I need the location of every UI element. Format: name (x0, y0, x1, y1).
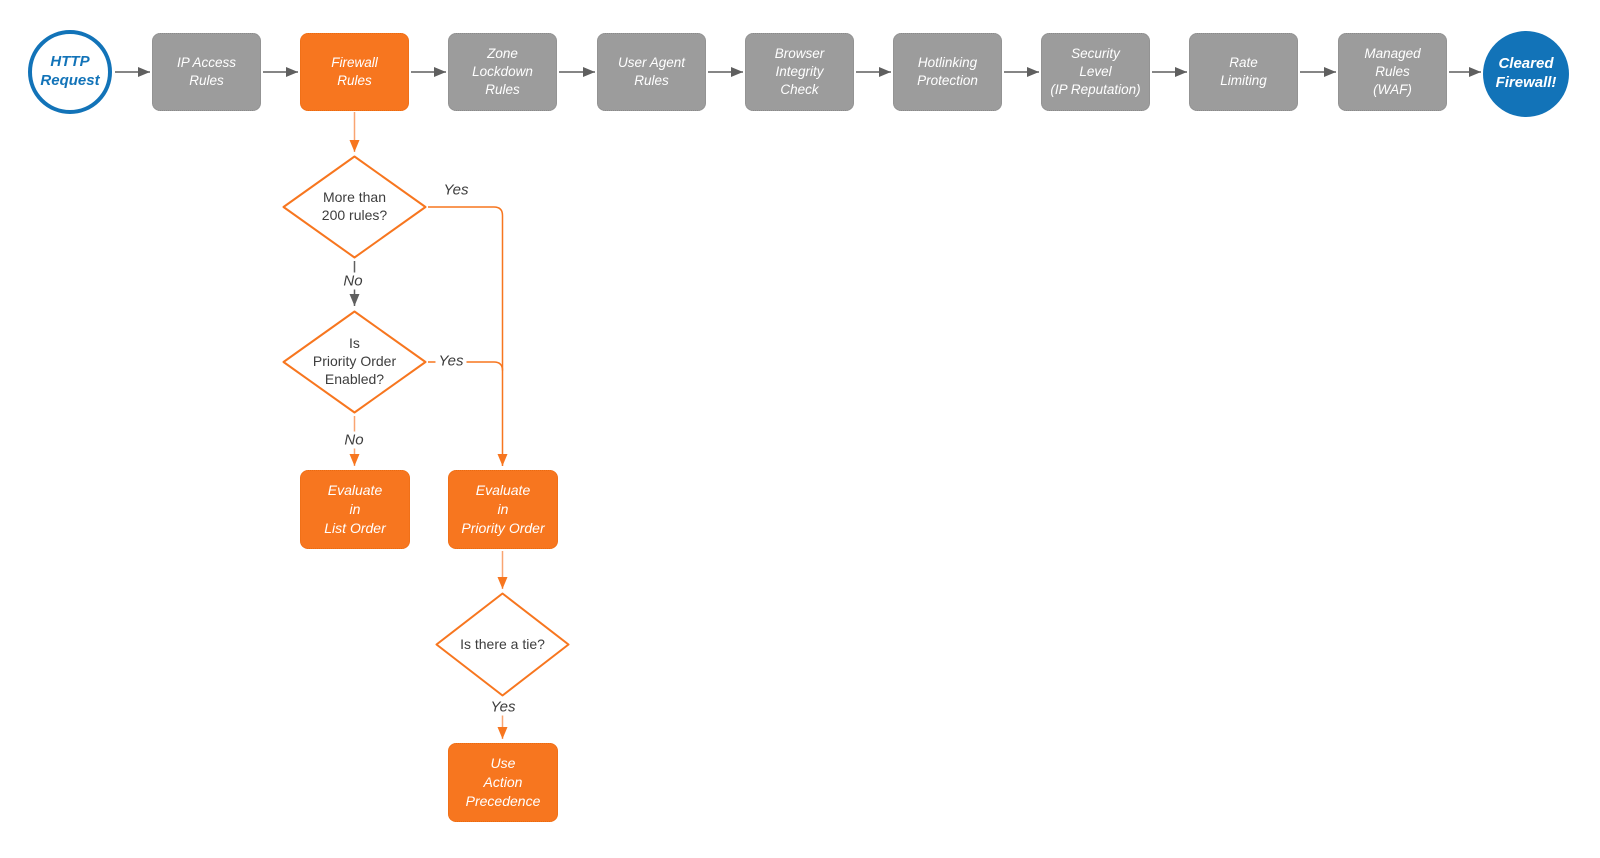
edge-label-decision1-no: No (340, 272, 366, 290)
edge-label-decision2-no: No (341, 431, 367, 449)
decision-label: Is Priority Order Enabled? (312, 335, 397, 387)
diamond-shape (435, 592, 570, 697)
stage-zone-lockdown-rules: Zone Lockdown Rules (448, 33, 557, 111)
stage-label: Browser Integrity Check (774, 46, 825, 97)
end-node-label: Cleared Firewall! (1495, 55, 1557, 91)
decision-label: Is there a tie? (460, 635, 545, 652)
edge-decision2-yes-to-priority (428, 361, 504, 371)
stage-firewall-rules: Firewall Rules (300, 33, 409, 111)
stage-label: Firewall Rules (331, 55, 378, 88)
start-node-http-request: HTTP Request (28, 30, 112, 114)
end-node-cleared-firewall: Cleared Firewall! (1483, 31, 1569, 117)
stage-label: Managed Rules (WAF) (1364, 46, 1421, 97)
action-evaluate-in-priority-order: Evaluate in Priority Order (448, 470, 558, 549)
stage-label: User Agent Rules (617, 55, 686, 88)
stage-label: Zone Lockdown Rules (472, 46, 533, 97)
stage-rate-limiting: Rate Limiting (1189, 33, 1298, 111)
stage-label: Security Level (IP Reputation) (1050, 46, 1141, 97)
stage-ip-access-rules: IP Access Rules (152, 33, 261, 111)
decision-label: More than 200 rules? (321, 189, 388, 223)
stage-user-agent-rules: User Agent Rules (597, 33, 706, 111)
start-node-label: HTTP Request (40, 53, 100, 89)
decision-is-there-a-tie: Is there a tie? (435, 592, 570, 697)
stage-security-level-ip-reputation: Security Level (IP Reputation) (1041, 33, 1150, 111)
stage-hotlinking-protection: Hotlinking Protection (893, 33, 1002, 111)
decision-more-than-200-rules: More than 200 rules? (282, 155, 427, 259)
action-use-action-precedence: Use Action Precedence (448, 743, 558, 822)
edge-label-decision1-yes: Yes (440, 181, 472, 199)
diamond-shape (282, 155, 427, 259)
stage-managed-rules-waf: Managed Rules (WAF) (1338, 33, 1447, 111)
action-label: Use Action Precedence (465, 755, 541, 809)
action-label: Evaluate in Priority Order (461, 482, 545, 536)
stage-browser-integrity-check: Browser Integrity Check (745, 33, 854, 111)
action-evaluate-in-list-order: Evaluate in List Order (300, 470, 410, 549)
edge-label-decision2-yes: Yes (435, 352, 467, 370)
edge-label-decision3-yes: Yes (487, 698, 519, 716)
stage-label: Hotlinking Protection (917, 55, 978, 88)
stage-label: Rate Limiting (1220, 55, 1267, 88)
diamond-shape (282, 310, 427, 414)
decision-priority-order-enabled: Is Priority Order Enabled? (282, 310, 427, 414)
edge-decision1-yes-to-priority (428, 206, 508, 466)
stage-label: IP Access Rules (176, 55, 237, 88)
action-label: Evaluate in List Order (324, 482, 386, 536)
